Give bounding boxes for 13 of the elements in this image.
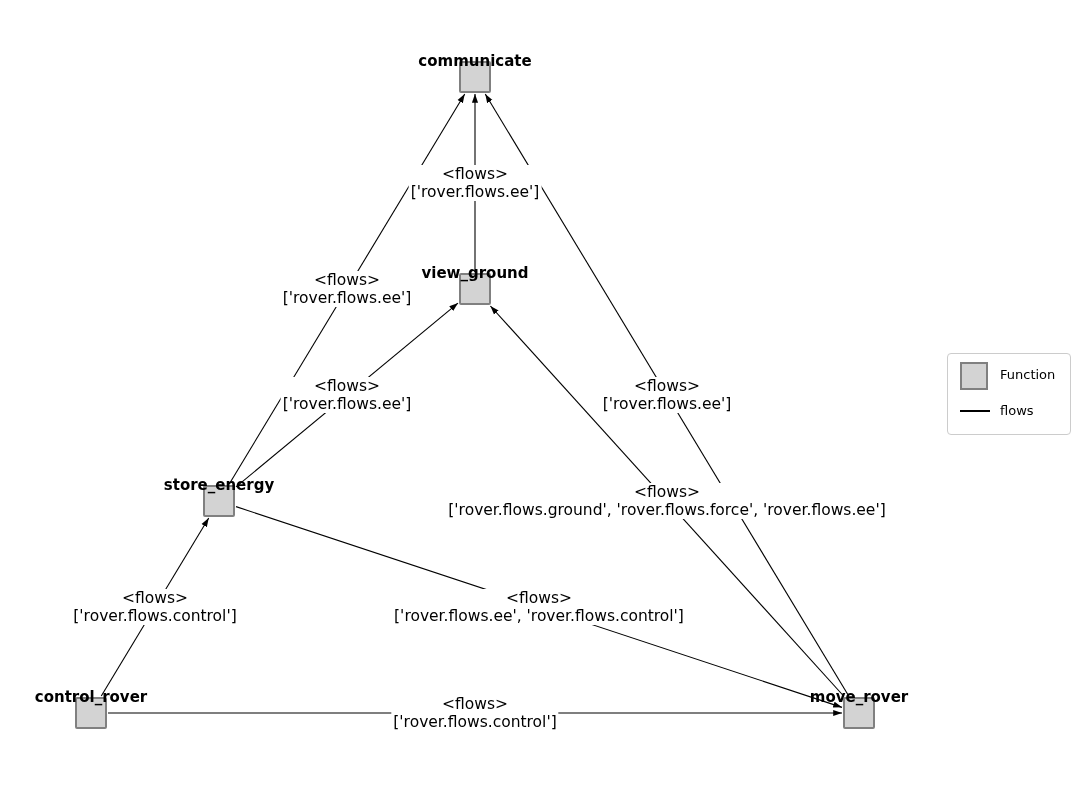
edge-label: <flows> ['rover.flows.ground', 'rover.flows.force', 'rover.flows.ee'] <box>446 483 888 519</box>
legend-label: flows <box>1000 403 1034 418</box>
function-name: store_energy <box>163 476 275 494</box>
legend-label: Function <box>1000 367 1056 382</box>
edge-label: <flows> ['rover.flows.ee', 'rover.flows.control'] <box>392 589 686 625</box>
function-name: view_ground <box>421 264 529 282</box>
function-name: communicate <box>418 52 532 70</box>
edge-label: <flows> ['rover.flows.control'] <box>391 695 559 731</box>
edge-label: <flows> ['rover.flows.ee'] <box>408 165 542 201</box>
function-name: move_rover <box>809 688 909 706</box>
function-name: control_rover <box>34 688 148 706</box>
edge-label: <flows> ['rover.flows.control'] <box>71 589 239 625</box>
arrow <box>489 305 845 697</box>
